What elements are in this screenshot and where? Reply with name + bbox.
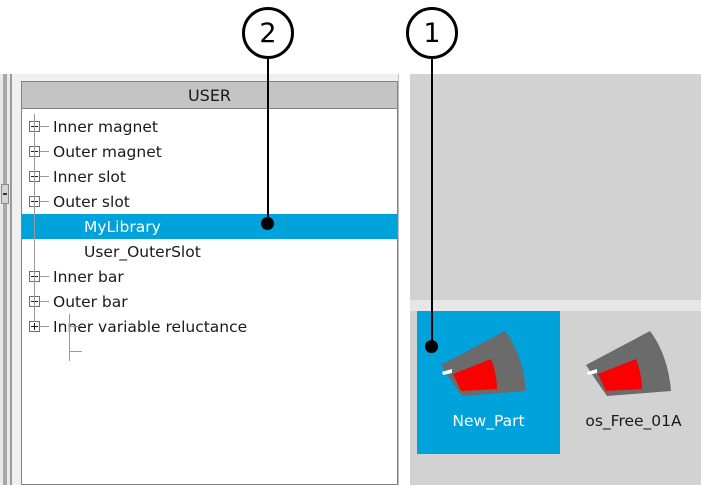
part-thumbnail[interactable]: os_Free_01A bbox=[562, 311, 701, 454]
part-browser-panel: New_Part os_Free_01A bbox=[410, 74, 701, 485]
part-thumbnail-selected[interactable]: New_Part bbox=[417, 311, 560, 454]
slot-geometry-icon bbox=[586, 331, 671, 396]
scrollbar-thumb[interactable] bbox=[1, 184, 9, 204]
tree-item-label: User_OuterSlot bbox=[84, 242, 201, 261]
library-tree-panel: USER Inner magnet bbox=[10, 74, 399, 485]
scrollbar-track[interactable] bbox=[3, 74, 7, 485]
callout-endpoint-dot-1 bbox=[425, 340, 438, 353]
tree-elbow-icon bbox=[40, 301, 49, 302]
panel-divider bbox=[410, 300, 701, 311]
callout-endpoint-dot-2 bbox=[261, 217, 274, 230]
library-tree-box: USER Inner magnet bbox=[21, 81, 398, 485]
part-thumbnail-grid[interactable]: New_Part os_Free_01A bbox=[410, 311, 701, 485]
tree-trunk-line bbox=[34, 114, 35, 322]
callout-marker-1: 1 bbox=[406, 7, 458, 59]
tree-item-label: Inner bar bbox=[53, 267, 124, 286]
tree-item-label: Outer magnet bbox=[53, 142, 162, 161]
tree-item-label: Outer slot bbox=[53, 192, 130, 211]
tree-item-outer-slot[interactable]: Outer slot bbox=[22, 189, 397, 214]
tree-item-outer-magnet[interactable]: Outer magnet bbox=[22, 139, 397, 164]
callout-number: 2 bbox=[259, 17, 277, 49]
tree-elbow-icon bbox=[40, 151, 49, 152]
tree-item-label: Inner slot bbox=[53, 167, 126, 186]
callout-marker-2: 2 bbox=[242, 7, 294, 59]
tree-elbow-icon bbox=[40, 276, 49, 277]
library-tree-body[interactable]: Inner magnet Outer magnet Inner slot bbox=[22, 109, 397, 483]
callout-leader-line-1 bbox=[431, 59, 433, 346]
tree-item-inner-variable-reluctance[interactable]: Inner variable reluctance bbox=[22, 314, 397, 339]
tree-elbow-icon bbox=[40, 201, 49, 202]
tree-elbow-icon bbox=[40, 126, 49, 127]
tree-item-label: Outer bar bbox=[53, 292, 128, 311]
tree-item-label: Inner magnet bbox=[53, 117, 158, 136]
left-vertical-scrollbar[interactable] bbox=[0, 74, 10, 485]
callout-number: 1 bbox=[423, 17, 441, 49]
library-tree-header-label: USER bbox=[187, 85, 232, 105]
tree-item-label: MyLibrary bbox=[84, 217, 161, 236]
tree-elbow-icon bbox=[40, 326, 49, 327]
part-thumbnail-label: New_Part bbox=[452, 412, 525, 430]
tree-item-outer-bar[interactable]: Outer bar bbox=[22, 289, 397, 314]
tree-item-user-outerslot[interactable]: User_OuterSlot bbox=[22, 239, 397, 264]
part-thumbnail-label: os_Free_01A bbox=[585, 412, 682, 430]
tree-item-inner-slot[interactable]: Inner slot bbox=[22, 164, 397, 189]
tree-item-inner-magnet[interactable]: Inner magnet bbox=[22, 114, 397, 139]
slot-geometry-icon bbox=[441, 331, 526, 396]
tree-elbow-icon bbox=[40, 176, 49, 177]
expander-plus-icon[interactable] bbox=[29, 321, 40, 332]
tree-item-mylibrary[interactable]: MyLibrary bbox=[22, 214, 397, 239]
callout-leader-line-2 bbox=[267, 59, 269, 223]
tree-item-inner-bar[interactable]: Inner bar bbox=[22, 264, 397, 289]
library-tree-header: USER bbox=[22, 82, 397, 109]
tree-item-label: Inner variable reluctance bbox=[53, 317, 248, 336]
tree-child-branch bbox=[69, 314, 83, 361]
